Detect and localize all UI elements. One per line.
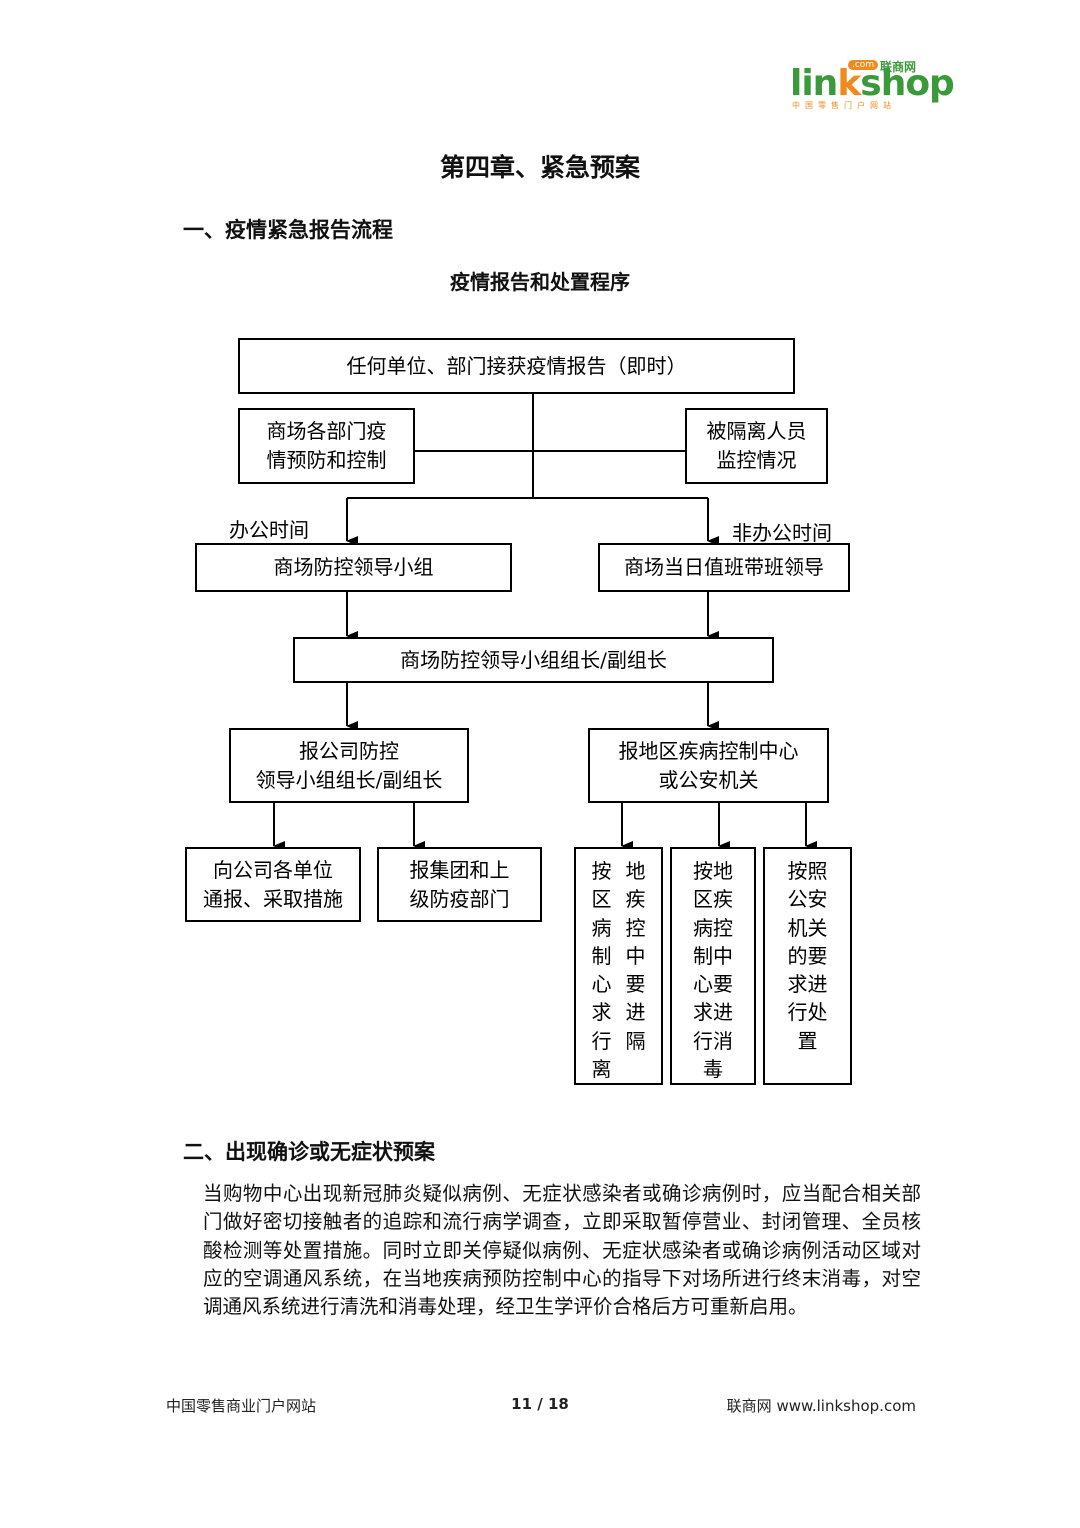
flow-box-report-group: 报集团和上 级防疫部门	[377, 847, 542, 922]
flow-box-isolated-monitoring: 被隔离人员 监控情况	[685, 408, 828, 484]
flow-box-leader-group: 商场防控领导小组	[195, 543, 512, 592]
section1-heading: 一、疫情紧急报告流程	[183, 217, 393, 242]
logo-chinese-name: 联商网	[880, 60, 917, 74]
flow-text-report-cdc: 报地区疾病控制中心 或公安机关	[618, 738, 799, 792]
label-non-office-hours: 非办公时间	[732, 521, 832, 545]
footer-site-url: 联商网 www.linkshop.com	[726, 1397, 916, 1415]
label-office-hours: 办公时间	[229, 518, 309, 542]
flow-text-group-leader: 商场防控领导小组组长/副组长	[400, 647, 667, 672]
logo-wordmark-c: shop	[860, 63, 955, 104]
flow-text-dept-prevention: 商场各部门疫 情预防和控制	[266, 419, 387, 472]
footer-site-description: 中国零售商业门户网站	[166, 1397, 317, 1415]
chapter-title: 第四章、紧急预案	[439, 153, 640, 182]
footer-page-number: 11 / 18	[511, 1395, 569, 1413]
flow-box-report-company: 报公司防控 领导小组组长/副组长	[229, 728, 469, 803]
flow-text-report-company: 报公司防控 领导小组组长/副组长	[255, 738, 443, 792]
section2-body-paragraph: 当购物中心出现新冠肺炎疑似病例、无症状感染者或确诊病例时，应当配合相关部门做好密…	[203, 1182, 921, 1319]
flowchart-title: 疫情报告和处置程序	[450, 270, 630, 294]
logo-wordmark: linkshop	[790, 63, 955, 104]
flow-box-duty-leader: 商场当日值班带班领导	[598, 543, 850, 592]
flow-box-isolation: 按 区 病 制 心 求 行 离 地 疾 控 中 要 进 隔	[574, 847, 663, 1085]
logo-tagline: 中国零售门户网站	[792, 101, 896, 110]
flow-text-report-group: 报集团和上 级防疫部门	[409, 857, 510, 911]
flow-text-isolated-monitoring: 被隔离人员 监控情况	[706, 419, 807, 472]
logo-wordmark-b: k	[837, 63, 861, 104]
flow-box-disinfection: 按地 区疾 病控 制中 心要 求进 行消 毒	[670, 847, 756, 1085]
flow-text-duty-leader: 商场当日值班带班领导	[624, 555, 824, 579]
flow-box-group-leader: 商场防控领导小组组长/副组长	[293, 637, 774, 683]
flow-text-leader-group: 商场防控领导小组	[273, 555, 434, 579]
flow-box-report-received: 任何单位、部门接获疫情报告（即时）	[238, 338, 795, 394]
flow-box-police: 按照 公安 机关 的要 求进 行处 置	[763, 847, 852, 1085]
section2-heading: 二、出现确诊或无症状预案	[183, 1139, 435, 1164]
flow-box-notify-units: 向公司各单位 通报、采取措施	[185, 847, 361, 922]
flow-text-isolation-col1: 按 区 病 制 心 求 行 离	[591, 859, 612, 1082]
linkshop-logo: .com 联商网 linkshop 中国零售门户网站	[788, 58, 955, 114]
flow-box-report-cdc: 报地区疾病控制中心 或公安机关	[588, 728, 829, 803]
flow-text-police: 按照 公安 机关 的要 求进 行处 置	[787, 859, 828, 1053]
logo-wordmark-a: lin	[790, 63, 838, 104]
flow-text-disinfection: 按地 区疾 病控 制中 心要 求进 行消 毒	[693, 859, 733, 1082]
logo-com-badge: .com	[848, 60, 879, 70]
flow-text-notify-units: 向公司各单位 通报、采取措施	[203, 857, 343, 911]
flow-text-report-received: 任何单位、部门接获疫情报告（即时）	[346, 353, 687, 378]
flow-box-dept-prevention: 商场各部门疫 情预防和控制	[238, 408, 415, 484]
flow-text-isolation-col2: 地 疾 控 中 要 进 隔	[625, 859, 646, 1053]
